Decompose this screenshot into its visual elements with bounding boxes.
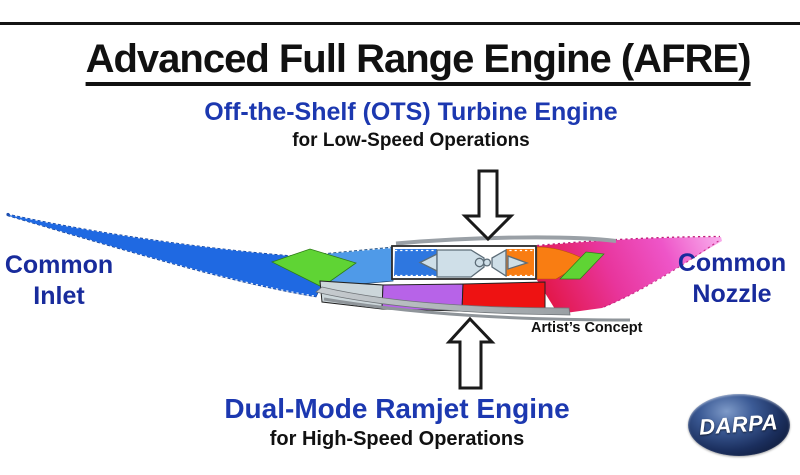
down-arrow-icon	[461, 169, 515, 242]
nozzle-bottom-dotted-edge	[603, 239, 721, 308]
core-ring-2	[482, 258, 492, 267]
inlet-bottom-dotted-edge	[9, 216, 315, 297]
exhaust-cone	[507, 255, 530, 270]
compressor-body	[436, 249, 485, 278]
common-inlet-line2: Inlet	[33, 282, 85, 310]
upper-cowl-line	[395, 235, 617, 246]
ramjet-callout-heading: Dual-Mode Ramjet Engine	[224, 393, 570, 424]
nozzle-top-dotted-edge	[536, 235, 721, 247]
common-inlet-line1: Common	[4, 251, 114, 279]
darpa-logo: DARPA	[688, 394, 790, 456]
ramjet-callout-subheading: for High-Speed Operations	[269, 428, 525, 450]
darpa-logo-text: DARPA	[698, 409, 780, 440]
nozzle-green-shape	[559, 251, 605, 280]
core-ring-1	[474, 257, 485, 268]
engine-box-blue-duct	[394, 249, 437, 276]
turbine-callout-heading: Off-the-Shelf (OTS) Turbine Engine	[204, 98, 618, 126]
lower-cowl-shadow	[323, 297, 631, 322]
lower-cowl-shape	[315, 286, 571, 316]
page-title: Advanced Full Range Engine (AFRE)	[85, 38, 751, 86]
common-nozzle-line2: Nozzle	[692, 280, 772, 308]
common-nozzle-line1: Common	[677, 249, 787, 277]
top-rule	[0, 22, 800, 25]
common-inlet-label: Common Inlet	[5, 250, 113, 312]
turbine-callout-subheading: for Low-Speed Operations	[292, 130, 530, 151]
inlet-top-dotted-edge	[9, 213, 333, 260]
artists-concept-note: Artist’s Concept	[531, 320, 643, 336]
common-nozzle-label: Common Nozzle	[678, 248, 786, 310]
turbine-engine-core	[418, 248, 530, 278]
inlet-tip-dot	[6, 212, 10, 217]
up-arrow-icon	[445, 316, 496, 390]
inlet-bypass-green-shape	[270, 248, 357, 288]
turbine-body	[491, 248, 507, 278]
